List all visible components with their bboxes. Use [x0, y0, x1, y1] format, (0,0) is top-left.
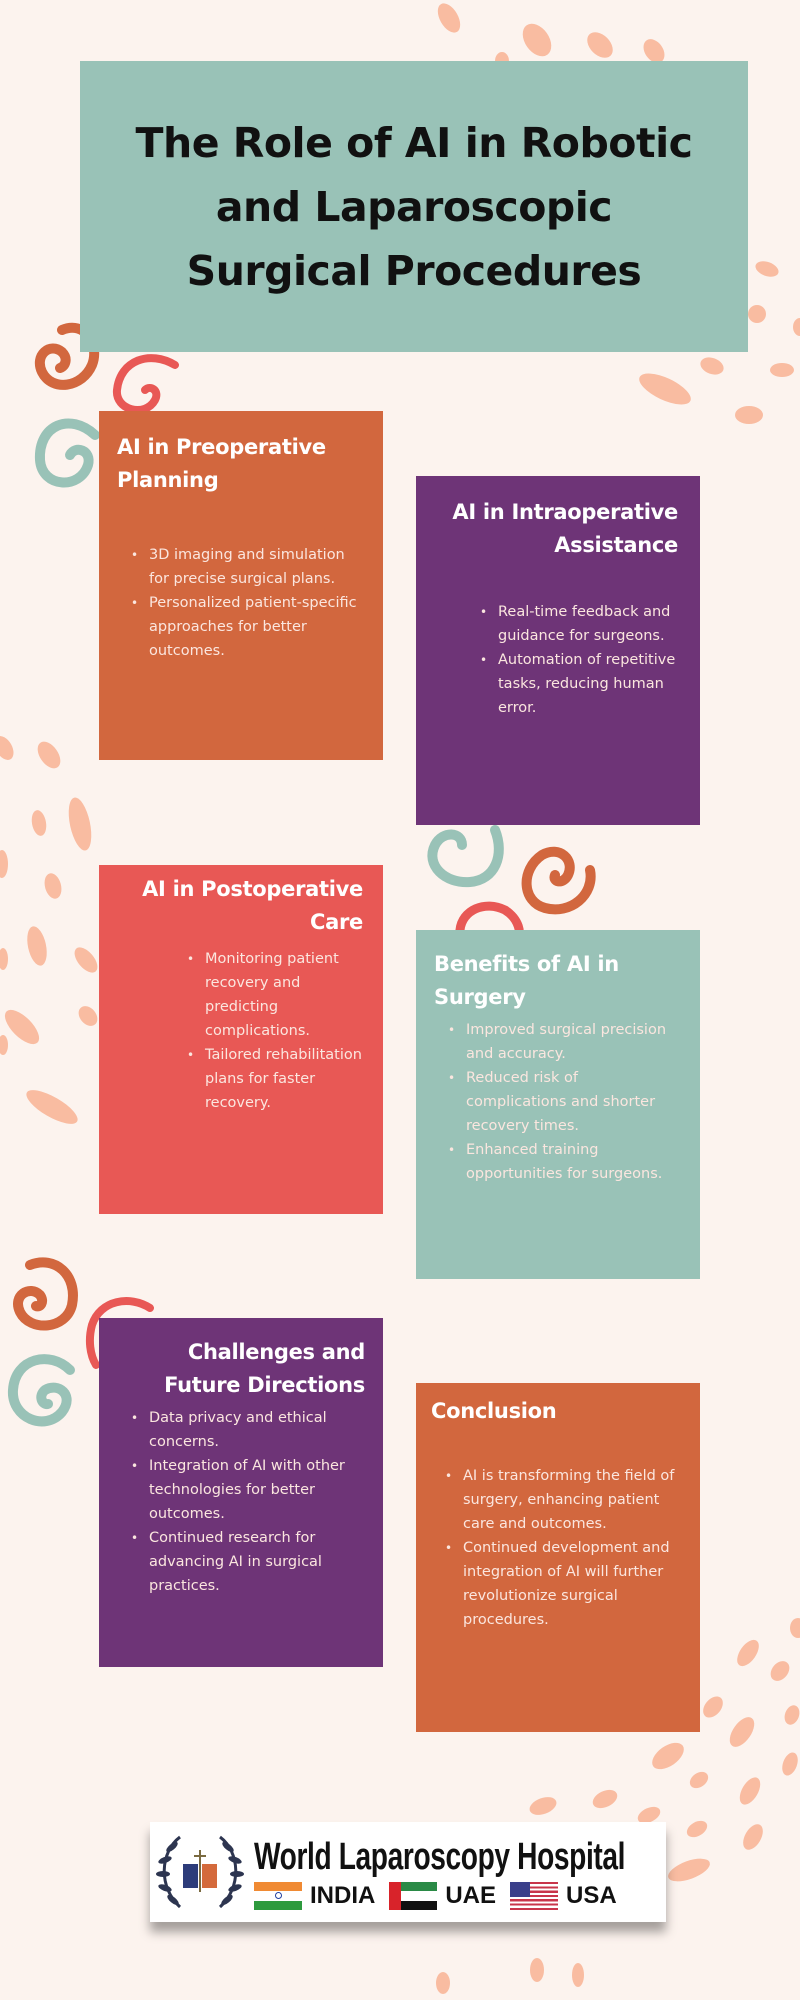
card-intraoperative-assistance: AI in Intraoperative Assistance Real-tim… [416, 476, 700, 825]
hospital-name: World Laparoscopy Hospital [254, 1836, 626, 1878]
usa-flag-icon [510, 1882, 559, 1910]
card-heading: Challenges and Future Directions [164, 1340, 365, 1397]
laurel-emblem-icon [150, 1822, 250, 1922]
card-heading: Conclusion [431, 1399, 557, 1423]
bullet-list: 3D imaging and simulation for precise su… [117, 543, 365, 663]
card-postoperative-care: AI in Postoperative Care Monitoring pati… [99, 865, 383, 1214]
country-india: INDIA [310, 1882, 376, 1909]
swirl-decoration-middle [427, 825, 596, 945]
list-item: Monitoring patient recovery and predicti… [185, 947, 365, 1043]
list-item: AI is transforming the field of surgery,… [443, 1464, 682, 1536]
list-item: Data privacy and ethical concerns. [129, 1406, 365, 1454]
list-item: Personalized patient-specific approaches… [129, 591, 365, 663]
country-usa: USA [566, 1882, 617, 1909]
list-item: Automation of repetitive tasks, reducing… [478, 648, 682, 720]
card-challenges-future: Challenges and Future Directions Data pr… [99, 1318, 383, 1667]
bullet-list: Monitoring patient recovery and predicti… [117, 947, 365, 1115]
list-item: Tailored rehabilitation plans for faster… [185, 1043, 365, 1115]
card-heading: AI in Postoperative Care [142, 877, 363, 934]
card-heading: AI in Preoperative Planning [117, 435, 326, 492]
card-heading: Benefits of AI in Surgery [434, 952, 619, 1009]
bullet-list: Real-time feedback and guidance for surg… [434, 600, 682, 720]
page-title: The Role of AI in Robotic and Laparoscop… [135, 118, 693, 295]
list-item: Improved surgical precision and accuracy… [446, 1018, 682, 1066]
bullet-list: Data privacy and ethical concerns. Integ… [113, 1406, 365, 1598]
list-item: Continued development and integration of… [443, 1536, 682, 1632]
hospital-logo: World Laparoscopy Hospital INDIA UAE USA [150, 1822, 666, 1922]
card-preoperative-planning: AI in Preoperative Planning 3D imaging a… [99, 411, 383, 760]
card-conclusion: Conclusion AI is transforming the field … [416, 1383, 700, 1732]
india-flag-icon [254, 1882, 302, 1910]
title-banner: The Role of AI in Robotic and Laparoscop… [80, 61, 748, 352]
card-heading: AI in Intraoperative Assistance [452, 500, 678, 557]
bullet-list: Improved surgical precision and accuracy… [434, 1018, 682, 1186]
country-uae: UAE [445, 1882, 497, 1909]
list-item: 3D imaging and simulation for precise su… [129, 543, 365, 591]
list-item: Integration of AI with other technologie… [129, 1454, 365, 1526]
card-benefits: Benefits of AI in Surgery Improved surgi… [416, 930, 700, 1279]
country-list: INDIA UAE USA [254, 1882, 755, 1910]
list-item: Real-time feedback and guidance for surg… [478, 600, 682, 648]
bullet-list: AI is transforming the field of surgery,… [431, 1464, 682, 1632]
list-item: Reduced risk of complications and shorte… [446, 1066, 682, 1138]
uae-flag-icon [389, 1882, 438, 1910]
list-item: Continued research for advancing AI in s… [129, 1526, 365, 1598]
list-item: Enhanced training opportunities for surg… [446, 1138, 682, 1186]
